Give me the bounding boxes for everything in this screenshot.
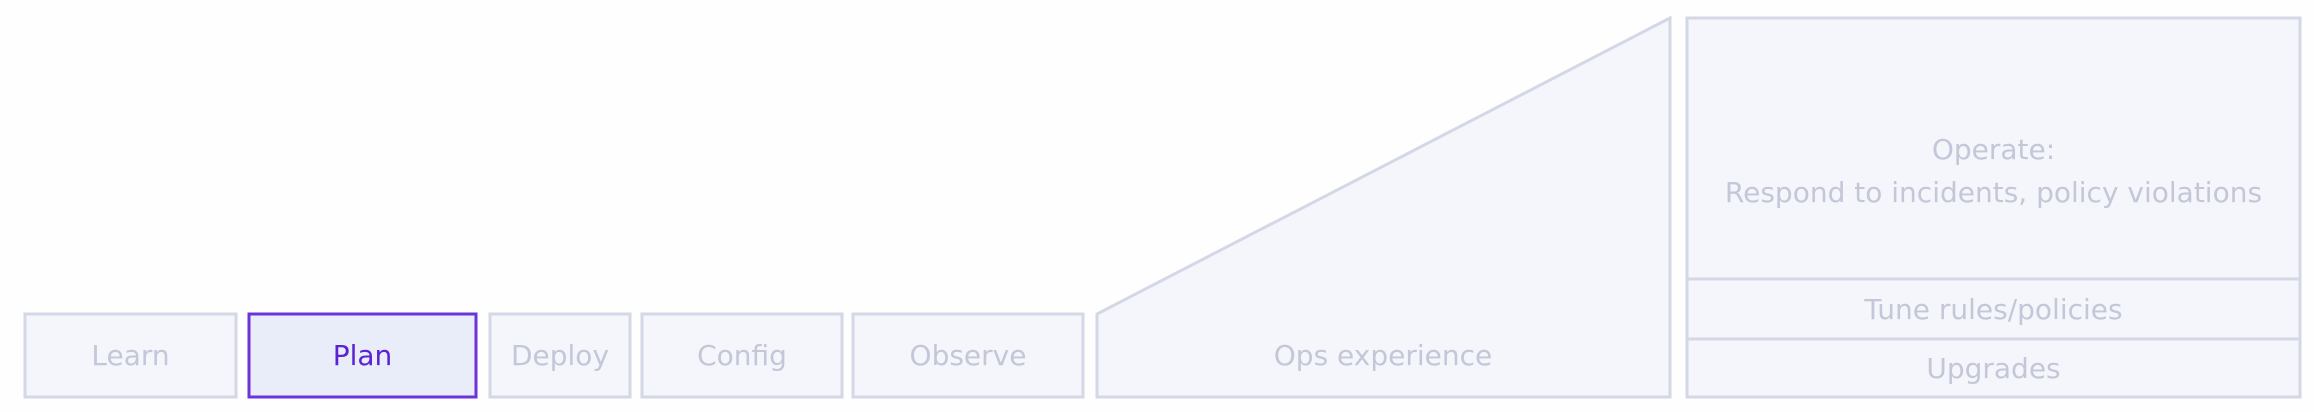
stage-config-label: Config <box>697 339 787 372</box>
tune-label: Tune rules/policies <box>1863 293 2122 326</box>
stage-plan[interactable]: Plan <box>247 312 478 399</box>
ops-experience-ramp: Ops experience <box>1095 15 1672 399</box>
stage-config[interactable]: Config <box>640 312 844 399</box>
ops-experience-label: Ops experience <box>1274 339 1493 372</box>
upgrades-panel: Upgrades <box>1685 337 2302 399</box>
stage-learn-label: Learn <box>91 339 169 372</box>
stage-observe[interactable]: Observe <box>851 312 1085 399</box>
upgrades-label: Upgrades <box>1926 352 2060 385</box>
operate-subtitle: Respond to incidents, policy violations <box>1725 176 2262 209</box>
tune-panel: Tune rules/policies <box>1685 277 2302 341</box>
stage-observe-label: Observe <box>910 339 1027 372</box>
stage-learn[interactable]: Learn <box>23 312 238 399</box>
operate-panel: Operate: Respond to incidents, policy vi… <box>1685 16 2302 281</box>
stage-deploy[interactable]: Deploy <box>488 312 632 399</box>
stage-deploy-label: Deploy <box>511 339 609 372</box>
stage-plan-label: Plan <box>333 339 393 372</box>
operate-title: Operate: <box>1932 133 2055 166</box>
